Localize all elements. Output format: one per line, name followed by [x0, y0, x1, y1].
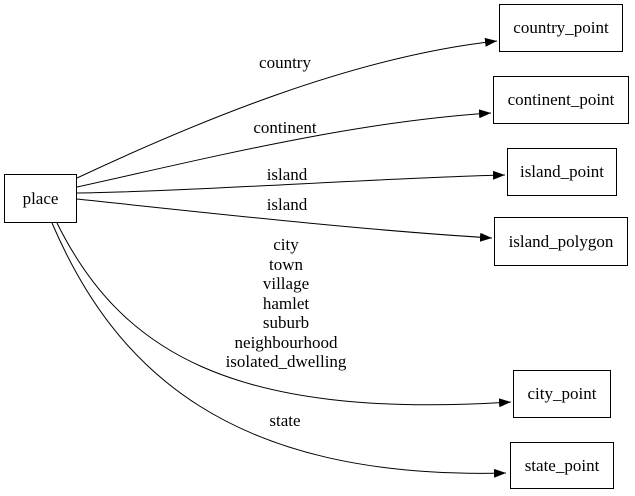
- node-city-point: city_point: [513, 370, 611, 418]
- edge-place-country-point: [76, 37, 498, 179]
- edge-label-state: state: [269, 411, 301, 430]
- edge-place-island-point: [76, 170, 506, 194]
- edge-label-neighbourhood: neighbourhood: [234, 332, 338, 352]
- edge-label-hamlet: hamlet: [262, 293, 310, 313]
- edge-place-island-polygon: [76, 198, 493, 242]
- edge-place-state-point: [51, 222, 507, 478]
- edge-label-suburb: suburb: [262, 313, 310, 332]
- edge-place-city-point: [56, 222, 512, 408]
- edge-label-town: town: [269, 254, 303, 274]
- edge-label-island-polygon: island: [266, 195, 308, 214]
- edge-label-continent: continent: [253, 118, 317, 137]
- edge-label-city-group: city town village hamlet suburb neighbou…: [226, 235, 347, 372]
- edge-label-city: city: [273, 235, 299, 254]
- edge-label-village: village: [262, 274, 310, 293]
- node-island-polygon: island_polygon: [494, 217, 628, 266]
- node-country-point: country_point: [499, 4, 623, 52]
- node-state-point: state_point: [510, 442, 614, 489]
- node-island-point: island_point: [507, 148, 617, 196]
- edge-label-isolated-dwelling: isolated_dwelling: [225, 352, 347, 371]
- node-continent-point: continent_point: [493, 76, 629, 124]
- node-place: place: [4, 174, 77, 223]
- edge-label-island-point: island: [266, 165, 308, 184]
- edge-place-continent-point: [76, 109, 492, 188]
- edge-label-country: country: [259, 53, 311, 72]
